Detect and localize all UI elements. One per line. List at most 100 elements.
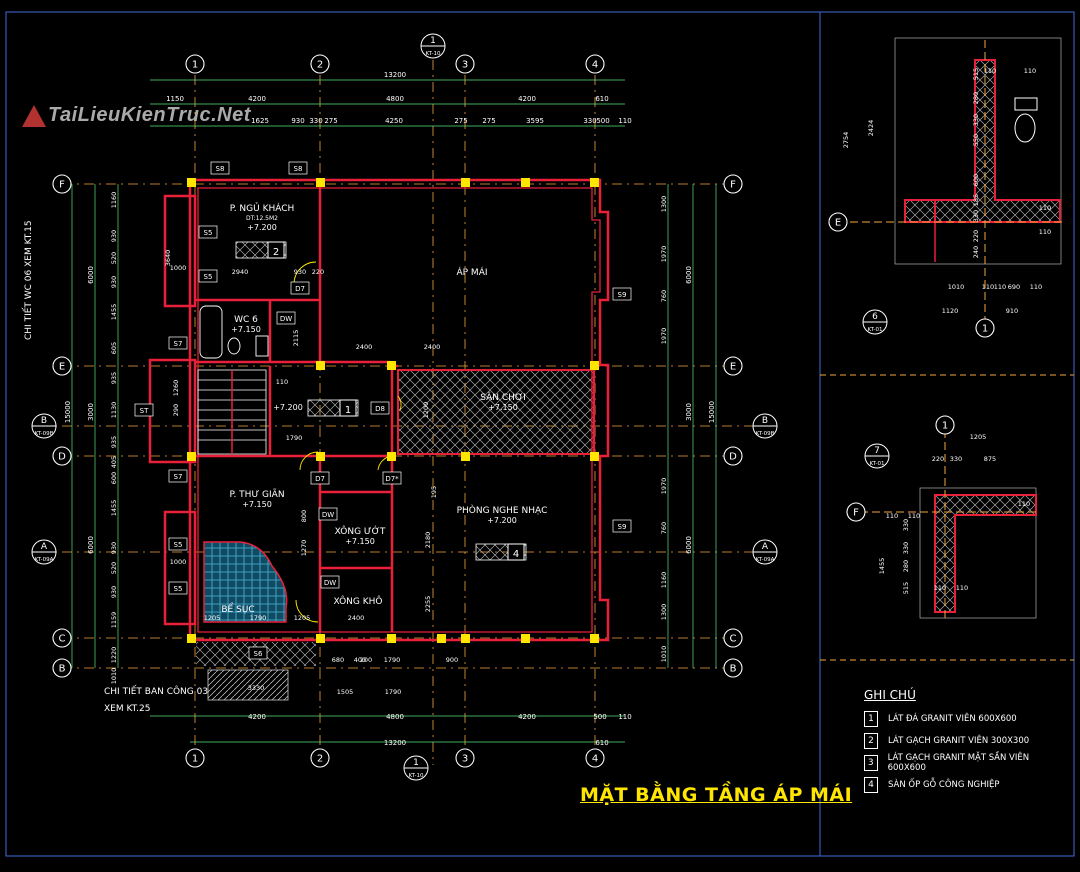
room-level: +7.150 bbox=[231, 325, 261, 334]
detail-7-dim-top-b: 220 bbox=[932, 455, 944, 463]
axis-left-B: B bbox=[52, 658, 72, 678]
axis-bottom-1: 1 bbox=[185, 748, 205, 768]
axis-left-F-circle bbox=[52, 174, 72, 194]
room-name: P. THƯ GIÃN bbox=[229, 489, 284, 500]
axis-left-C: C bbox=[52, 628, 72, 648]
tag-box bbox=[612, 519, 632, 533]
jacuzzi-water bbox=[203, 541, 288, 623]
axis-bottom-3-circle bbox=[455, 748, 475, 768]
axis-right-E-circle bbox=[723, 356, 743, 376]
dim-left-inner: 930 bbox=[110, 276, 118, 288]
detail-7-axis-top-circle bbox=[935, 415, 955, 435]
section-mark-bottom-number: 1 bbox=[413, 758, 419, 768]
dim-left-inner: 930 bbox=[110, 586, 118, 598]
door-swing-1 bbox=[293, 261, 317, 285]
axis-right-C: C bbox=[723, 628, 743, 648]
axis-top-1-label: 1 bbox=[192, 60, 198, 71]
tag-text: S9 bbox=[618, 291, 627, 299]
detail-6-axis-bottom-label: 1 bbox=[982, 324, 988, 335]
dim-top-row2: 275 bbox=[482, 117, 495, 125]
room-name: XÔNG KHÔ bbox=[334, 595, 383, 607]
dim-left-inner: 935 bbox=[110, 436, 118, 448]
detail-7-dim-top-b: 875 bbox=[984, 455, 996, 463]
detail-7-dim-left: 330 bbox=[902, 519, 910, 531]
axis-right-D-label: D bbox=[729, 452, 737, 463]
columns bbox=[187, 178, 599, 643]
dim-bottom-row1: 4800 bbox=[386, 713, 404, 721]
dim-right-inner: 1300 bbox=[660, 196, 668, 213]
tag-box bbox=[310, 471, 330, 485]
axis-left-F-label: F bbox=[59, 180, 65, 191]
detail-6-axis-left-circle bbox=[828, 212, 848, 232]
tag-DW: DW bbox=[320, 575, 340, 589]
axis-left-E-label: E bbox=[59, 362, 65, 373]
dim-misc: 1790 bbox=[385, 688, 402, 696]
detail-7-dim-misc: 110 bbox=[934, 584, 946, 592]
detail-6-drawing bbox=[850, 37, 1065, 320]
tag-S7: S7 bbox=[168, 469, 188, 483]
dim-right-inner: 1970 bbox=[660, 478, 668, 495]
tag-text: DW bbox=[322, 511, 334, 519]
dim-left-inner: 605 bbox=[110, 342, 118, 354]
detail-7-dim-misc: 110 bbox=[908, 512, 920, 520]
tag-S5: S5 bbox=[168, 537, 188, 551]
stair-level: +7.200 bbox=[273, 403, 303, 412]
detail-7-axis-left-circle bbox=[846, 502, 866, 522]
detail-7-axis-top-label: 1 bbox=[942, 421, 948, 432]
axis-right-D-circle bbox=[723, 446, 743, 466]
dim-left-mid: 6000 bbox=[87, 536, 95, 554]
axis-left-D-circle bbox=[52, 446, 72, 466]
door-swing-5 bbox=[295, 599, 319, 623]
tag-text: DW bbox=[280, 315, 292, 323]
axis-top-2-circle bbox=[310, 54, 330, 74]
tag-box bbox=[320, 575, 340, 589]
note-balcony-line-2: XEM KT.25 bbox=[104, 704, 151, 714]
axis-right-B: B bbox=[723, 658, 743, 678]
axis-bottom-3-label: 3 bbox=[462, 754, 468, 765]
tag-S9: S9 bbox=[612, 287, 632, 301]
legend-item-text: LÁT GẠCH GRANIT VIÊN 300X300 bbox=[888, 736, 1030, 746]
axis-bottom-2: 2 bbox=[310, 748, 330, 768]
tag-text: ST bbox=[140, 407, 149, 415]
dim-left-inner: 1455 bbox=[110, 304, 118, 321]
toilet bbox=[227, 337, 241, 355]
axis-left-D-label: D bbox=[58, 452, 66, 463]
legend-item-number: 3 bbox=[864, 755, 878, 771]
section-mark-right-b-number: B bbox=[762, 416, 768, 426]
detail-6-dim-bottom-1: 1010 bbox=[948, 283, 965, 291]
section-mark-left-b: BKT-09B bbox=[31, 413, 57, 439]
room-level: +7.200 bbox=[487, 516, 517, 525]
detail-6-dim-left-b: 515 bbox=[972, 68, 980, 80]
tag-D7: D7 bbox=[290, 281, 310, 295]
section-mark-left-b-number: B bbox=[41, 416, 47, 426]
room-level: +7.200 bbox=[247, 223, 277, 232]
detail-6-mark: 6KT-01 bbox=[862, 309, 888, 335]
room-level: +7.150 bbox=[345, 537, 375, 546]
axis-top-1-circle bbox=[185, 54, 205, 74]
material-tag-box bbox=[339, 399, 357, 417]
dim-misc: 1505 bbox=[337, 688, 354, 696]
section-mark-bottom: 1KT-10 bbox=[403, 755, 429, 781]
axis-left-C-label: C bbox=[59, 634, 66, 645]
dim-misc: 1205 bbox=[204, 614, 221, 622]
dim-misc: 1000 bbox=[170, 264, 187, 272]
material-tag: 1 bbox=[339, 399, 357, 417]
axis-right-E-label: E bbox=[730, 362, 736, 373]
dim-top-row2: 330 bbox=[309, 117, 322, 125]
room-area: DT:12.5M2 bbox=[246, 215, 278, 222]
dim-left-inner: 1130 bbox=[110, 402, 118, 419]
room-name: SÂN CHƠI bbox=[480, 391, 526, 403]
dim-misc: 2400 bbox=[424, 343, 441, 351]
axis-right-B-label: B bbox=[730, 664, 737, 675]
detail-6-dim-bottom-1: 110 bbox=[994, 283, 1006, 291]
axis-right-F-circle bbox=[723, 174, 743, 194]
axis-bottom-2-circle bbox=[310, 748, 330, 768]
detail-7-mark: 7KT-01 bbox=[864, 443, 890, 469]
dim-misc: 2400 bbox=[356, 343, 373, 351]
axis-top-4-label: 4 bbox=[592, 60, 598, 71]
axis-bottom-1-label: 1 bbox=[192, 754, 198, 765]
